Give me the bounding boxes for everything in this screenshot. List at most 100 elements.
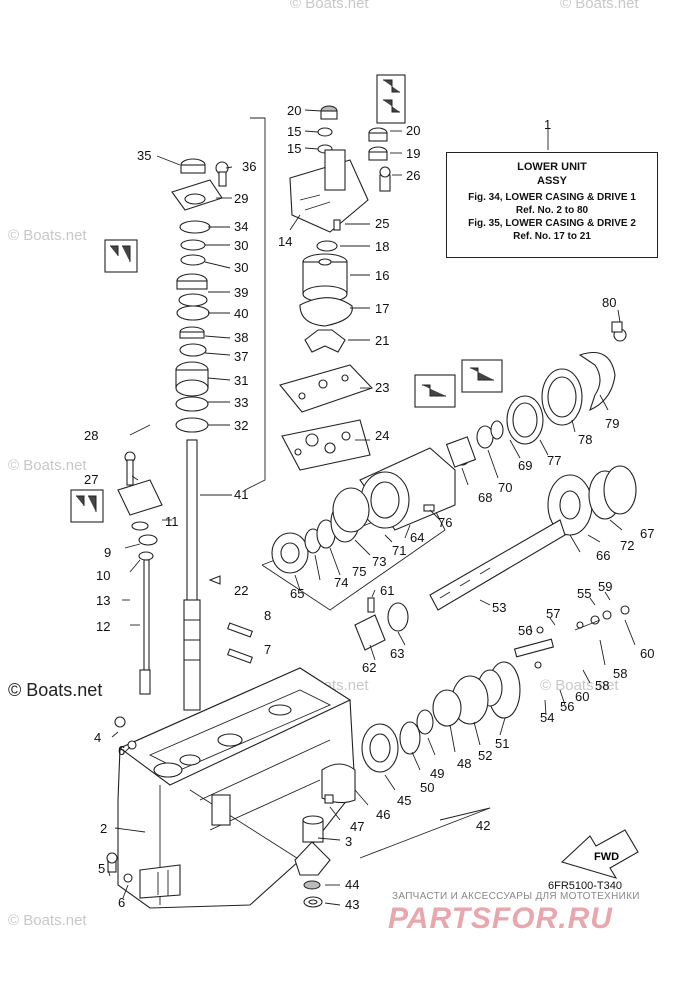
callout-51: 51 bbox=[495, 736, 509, 751]
callout-69: 69 bbox=[518, 458, 532, 473]
callout-19: 19 bbox=[406, 146, 420, 161]
callout-4: 4 bbox=[94, 730, 101, 745]
keys bbox=[208, 575, 254, 664]
callout-76: 76 bbox=[438, 515, 452, 530]
callout-22: 22 bbox=[234, 583, 248, 598]
callout-20b: 20 bbox=[406, 123, 420, 138]
callout-45: 45 bbox=[397, 793, 411, 808]
callout-50: 50 bbox=[420, 780, 434, 795]
propshaft-group bbox=[261, 321, 637, 908]
fwd-label: FWD bbox=[594, 851, 619, 863]
boats-net-logo: © Boats.net bbox=[8, 680, 103, 700]
watermark-5: © Boats.net bbox=[540, 677, 619, 694]
watermark-3: © Boats.net bbox=[8, 912, 87, 929]
callout-49: 49 bbox=[430, 766, 444, 781]
callout-61: 61 bbox=[380, 583, 394, 598]
callout-32: 32 bbox=[234, 418, 248, 433]
callout-15b: 15 bbox=[287, 141, 301, 156]
callout-7: 7 bbox=[264, 642, 271, 657]
callout-9: 9 bbox=[104, 545, 111, 560]
callout-8: 8 bbox=[264, 608, 271, 623]
driveshaft-stack bbox=[104, 158, 229, 711]
callout-6b: 6 bbox=[118, 895, 125, 910]
shift-rod bbox=[70, 451, 163, 883]
callout-56b: 56 bbox=[560, 699, 574, 714]
callout-47: 47 bbox=[350, 819, 364, 834]
callout-58a: 58 bbox=[595, 678, 609, 693]
partsfor-brand: PARTSFOR.RU bbox=[388, 902, 613, 935]
callout-44: 44 bbox=[345, 877, 359, 892]
callout-20a: 20 bbox=[287, 103, 301, 118]
callout-65: 65 bbox=[290, 586, 304, 601]
callout-60a: 60 bbox=[575, 689, 589, 704]
callout-63: 63 bbox=[390, 646, 404, 661]
assy-ref-line5: Fig. 35, LOWER CASING & DRIVE 2 bbox=[468, 218, 636, 229]
callout-5: 5 bbox=[98, 861, 105, 876]
callout-17: 17 bbox=[375, 301, 389, 316]
callout-38: 38 bbox=[234, 330, 248, 345]
callout-72: 72 bbox=[620, 538, 634, 553]
drawing-code: 6FR5100-T340 bbox=[548, 880, 622, 892]
water-pump-stack bbox=[244, 74, 406, 491]
callout-57: 57 bbox=[546, 606, 560, 621]
callout-75: 75 bbox=[352, 564, 366, 579]
callout-37: 37 bbox=[234, 349, 248, 364]
callout-6a: 6 bbox=[118, 743, 125, 758]
callout-14: 14 bbox=[278, 234, 292, 249]
callout-42: 42 bbox=[476, 818, 490, 833]
callout-56a: 56 bbox=[518, 623, 532, 638]
callout-21: 21 bbox=[375, 333, 389, 348]
callout-77: 77 bbox=[547, 453, 561, 468]
assy-ref-line6: Ref. No. 17 to 21 bbox=[513, 231, 591, 242]
callout-46: 46 bbox=[376, 807, 390, 822]
callout-15a: 15 bbox=[287, 124, 301, 139]
callout-2: 2 bbox=[100, 821, 107, 836]
callout-28: 28 bbox=[84, 428, 98, 443]
callout-62: 62 bbox=[362, 660, 376, 675]
callout-54: 54 bbox=[540, 710, 554, 725]
callout-73: 73 bbox=[372, 554, 386, 569]
callout-48: 48 bbox=[457, 756, 471, 771]
callout-12: 12 bbox=[96, 619, 110, 634]
assy-title-line1: LOWER UNIT bbox=[517, 161, 587, 173]
ru-caption: ЗАПЧАСТИ И АКСЕССУАРЫ ДЛЯ МОТОТЕХНИКИ bbox=[392, 891, 640, 902]
callout-29: 29 bbox=[234, 191, 248, 206]
callout-35: 35 bbox=[137, 148, 151, 163]
callout-31: 31 bbox=[234, 373, 248, 388]
callout-78: 78 bbox=[578, 432, 592, 447]
callout-70: 70 bbox=[498, 480, 512, 495]
callout-30a: 30 bbox=[234, 238, 248, 253]
callout-25: 25 bbox=[375, 216, 389, 231]
callout-33: 33 bbox=[234, 395, 248, 410]
callout-74: 74 bbox=[334, 575, 348, 590]
callout-36: 36 bbox=[242, 159, 256, 174]
fwd-arrow: FWD bbox=[560, 829, 639, 879]
callout-43: 43 bbox=[345, 897, 359, 912]
callout-13: 13 bbox=[96, 593, 110, 608]
callout-40: 40 bbox=[234, 306, 248, 321]
callout-55: 55 bbox=[577, 586, 591, 601]
callout-24: 24 bbox=[375, 428, 389, 443]
callout-30b: 30 bbox=[234, 260, 248, 275]
callout-64: 64 bbox=[410, 530, 424, 545]
callout-58b: 58 bbox=[613, 666, 627, 681]
callout-27: 27 bbox=[84, 472, 98, 487]
callout-59: 59 bbox=[598, 579, 612, 594]
watermark-2: © Boats.net bbox=[8, 457, 87, 474]
callout-68: 68 bbox=[478, 490, 492, 505]
callout-71: 71 bbox=[392, 543, 406, 558]
assy-ref-line3: Fig. 34, LOWER CASING & DRIVE 1 bbox=[468, 192, 636, 203]
watermark-1: © Boats.net bbox=[8, 227, 87, 244]
callout-80: 80 bbox=[602, 295, 616, 310]
callout-3: 3 bbox=[345, 834, 352, 849]
callout-34: 34 bbox=[234, 219, 248, 234]
assy-ref-line4: Ref. No. 2 to 80 bbox=[515, 205, 589, 216]
callout-53: 53 bbox=[492, 600, 506, 615]
callout-52: 52 bbox=[478, 748, 492, 763]
leader-lines bbox=[107, 109, 636, 906]
callout-41: 41 bbox=[234, 487, 248, 502]
watermark-6: © Boats.net bbox=[560, 0, 639, 12]
callout-79: 79 bbox=[605, 416, 619, 431]
lower-casing bbox=[117, 667, 356, 909]
